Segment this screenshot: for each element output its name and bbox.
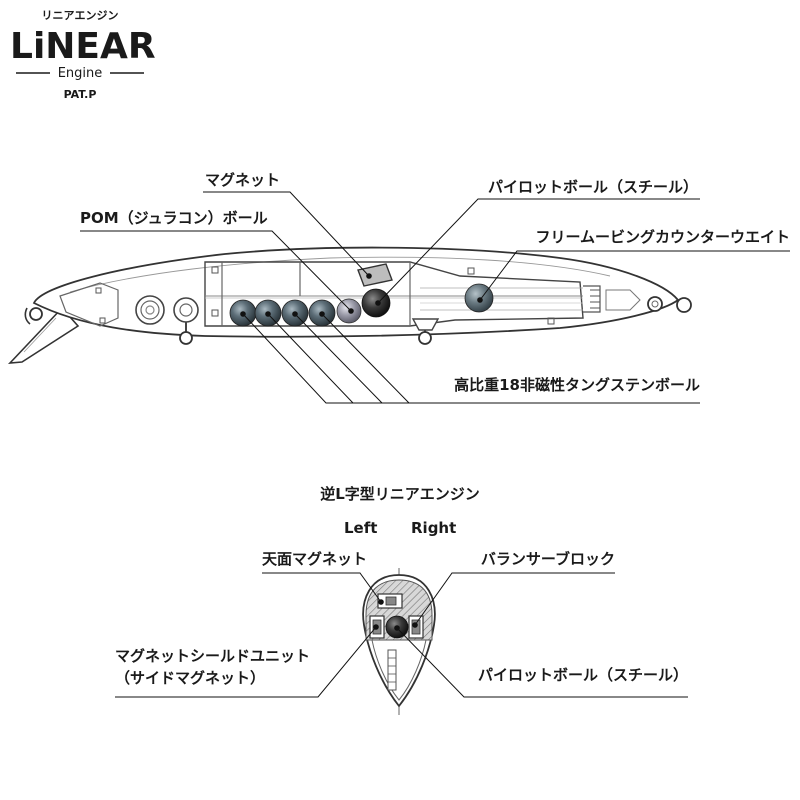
cross-section-leaders [115,572,688,698]
tail-eyelet [647,296,663,312]
logo-patent: PAT.P [63,88,97,101]
label-shield-unit: マグネットシールドユニット [115,647,311,665]
label-pilot-ball: パイロットボール（スチール） [487,178,698,196]
label-side-magnet: （サイドマグネット） [115,669,266,687]
magnet-block [357,263,393,287]
label-right: Right [411,519,457,537]
logo-wordmark: LiNEAR [10,26,156,67]
label-top-magnet: 天面マグネット [262,550,368,568]
lure-side-view [7,246,692,364]
label-left: Left [344,519,378,537]
label-cross-pilot-ball: パイロットボール（スチール） [477,666,688,684]
side-view-leaders [80,191,790,404]
cross-section-title: 逆L字型リニアエンジン [320,485,480,503]
label-pom-ball: POM（ジュラコン）ボール [80,209,268,227]
lure-frame [204,261,584,327]
belly-eyelet-front [179,331,193,345]
label-balancer-block: バランサーブロック [480,550,615,568]
line-eyelet [29,307,43,321]
logo-subtitle: Engine [57,66,103,81]
label-magnet: マグネット [205,171,281,189]
belly-eyelet-mid [418,331,432,345]
head-weight [135,295,165,325]
label-tungsten-balls: 高比重18非磁性タングステンボール [454,376,700,394]
logo-kana: リニアエンジン [41,9,119,22]
cross-section-view [362,568,436,715]
label-counterweight: フリームービングカウンターウエイト [535,228,790,246]
